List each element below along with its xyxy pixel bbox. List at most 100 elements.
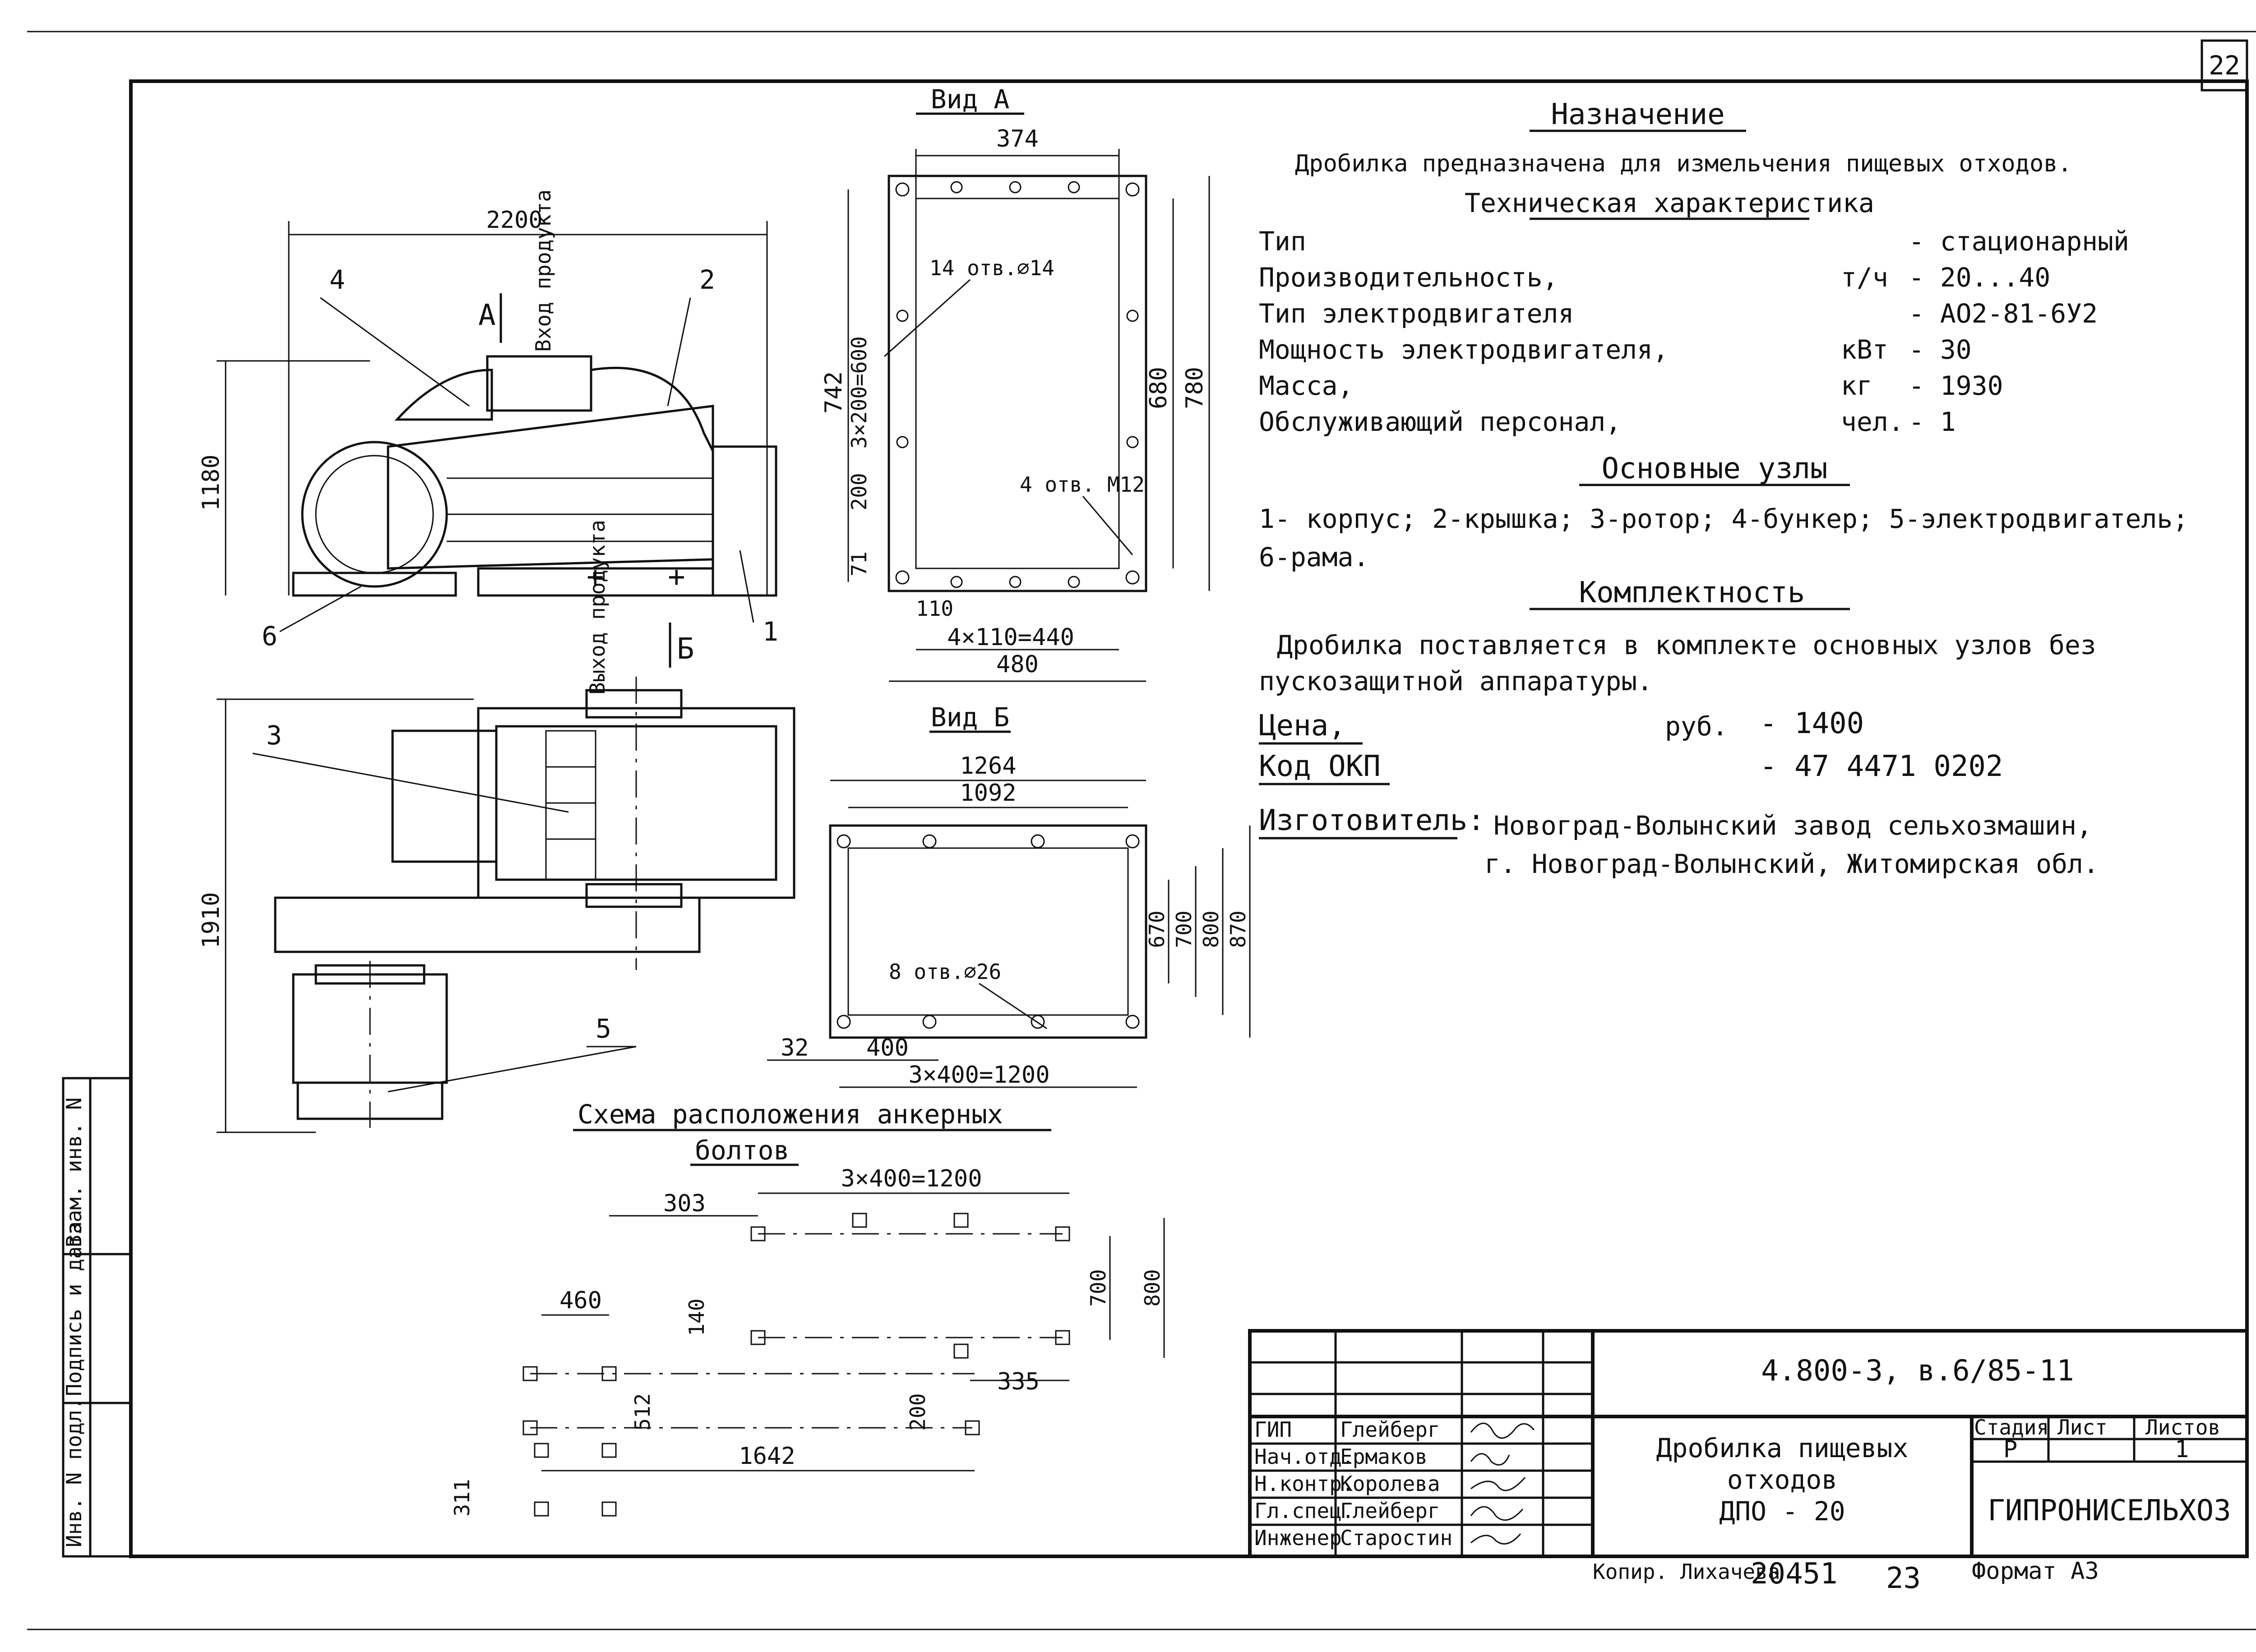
anchor-dim-335: 335 bbox=[997, 1368, 1040, 1395]
signature-5 bbox=[1470, 1533, 1521, 1545]
price-label: Цена, bbox=[1259, 709, 1346, 743]
svg-text:+: + bbox=[668, 560, 685, 594]
doc-name-2: отходов bbox=[1727, 1464, 1837, 1495]
anchor-dim-200: 200 bbox=[906, 1393, 930, 1431]
cover-2 bbox=[591, 367, 714, 452]
stage-header: Стадия bbox=[1974, 1415, 2049, 1440]
signature-1 bbox=[1470, 1422, 1535, 1439]
page-number-box: 22 bbox=[2201, 39, 2248, 92]
doc-code: 4.800-3, в.6/85-11 bbox=[1761, 1354, 2074, 1388]
holes-26: 8 отв.⌀26 bbox=[889, 960, 1001, 984]
holes-14: 14 отв.⌀14 bbox=[929, 256, 1054, 280]
anchor-dim-800: 800 bbox=[1140, 1269, 1165, 1306]
name-n-kontr: Королева bbox=[1340, 1472, 1440, 1496]
spec-row-motor-value: - АО2-81-6У2 bbox=[1909, 298, 2098, 329]
view-a-title: Вид А bbox=[931, 84, 1010, 115]
spec-row-staff-label: Обслуживающий персонал, bbox=[1259, 406, 1621, 437]
dim-670: 670 bbox=[1145, 910, 1169, 948]
dim-3x400: 3×400=1200 bbox=[908, 1061, 1049, 1089]
drawing-frame bbox=[129, 79, 2249, 1558]
name-gl-spec: Глейберг bbox=[1340, 1499, 1440, 1523]
holes-m12: 4 отв. М12 bbox=[1020, 472, 1145, 497]
dim-870: 870 bbox=[1226, 910, 1250, 948]
kit-heading: Комплектность bbox=[1579, 576, 1805, 609]
spec-row-mass-value: - 1930 bbox=[1909, 370, 2003, 401]
dim-1180: 1180 bbox=[198, 454, 225, 511]
spec-row-motor-label: Тип электродвигателя bbox=[1259, 298, 1574, 329]
signature-2 bbox=[1470, 1453, 1510, 1466]
role-nach-otd: Нач.отд. bbox=[1254, 1444, 1355, 1469]
tech-heading: Техническая характеристика bbox=[1465, 188, 1874, 218]
page-number: 22 bbox=[2209, 50, 2240, 81]
org-name: ГИПРОНИСЕЛЬХОЗ bbox=[1988, 1494, 2231, 1527]
spec-row-capacity-value: - 20...40 bbox=[1909, 262, 2050, 293]
dim-374: 374 bbox=[996, 125, 1039, 152]
frame-6 bbox=[292, 572, 457, 597]
okp-value: - 47 4471 0202 bbox=[1760, 750, 2003, 783]
title-block: 4.800-3, в.6/85-11 Дробилка пищевых отхо… bbox=[1248, 1329, 2249, 1595]
anchor-title-1: Схема расположения анкерных bbox=[578, 1099, 1003, 1130]
price-unit: руб. bbox=[1665, 711, 1728, 742]
stage-value: Р bbox=[2003, 1436, 2017, 1463]
anchor-dim-1642: 1642 bbox=[739, 1443, 795, 1470]
paper-format: Формат А3 bbox=[1972, 1558, 2099, 1585]
units-heading: Основные узлы bbox=[1602, 452, 1828, 485]
side-view: 2200 1180 + + А Вход продукта 4 2 1 6 Б bbox=[198, 189, 778, 695]
units-line-1: 1- корпус; 2-крышка; 3-ротор; 4-бункер; … bbox=[1259, 503, 2188, 534]
anchor-dim-303: 303 bbox=[663, 1190, 706, 1217]
dim-32: 32 bbox=[781, 1034, 809, 1061]
dim-110: 110 bbox=[916, 596, 953, 621]
callout-1: 1 bbox=[763, 616, 778, 647]
spec-row-power-value: - 30 bbox=[1909, 334, 1972, 365]
dim-680: 680 bbox=[1145, 367, 1172, 409]
maker-label: Изготовитель: bbox=[1259, 804, 1485, 837]
okp-label: Код ОКП bbox=[1259, 750, 1381, 783]
anchor-dim-140: 140 bbox=[684, 1298, 709, 1336]
signature-3 bbox=[1470, 1477, 1526, 1491]
dim-200: 200 bbox=[847, 473, 871, 510]
doc-name-3: ДПО - 20 bbox=[1719, 1496, 1845, 1527]
callout-6: 6 bbox=[262, 621, 277, 651]
anchor-dim-700: 700 bbox=[1086, 1269, 1110, 1306]
archive-number: 20451 bbox=[1751, 1557, 1838, 1591]
anchor-dim-311: 311 bbox=[450, 1479, 474, 1516]
side-stamp: Инв. N подл. Подпись и дата Взам. инв. N bbox=[62, 1077, 132, 1558]
role-gl-spec: Гл.спец. bbox=[1254, 1499, 1355, 1523]
spec-row-power-label: Мощность электродвигателя, bbox=[1259, 334, 1669, 365]
sheets-header: Листов bbox=[2145, 1415, 2220, 1440]
purpose-heading: Назначение bbox=[1551, 98, 1724, 131]
stamp-inv-podl: Инв. N подл. bbox=[62, 1398, 86, 1547]
sheet-header: Лист bbox=[2057, 1415, 2108, 1440]
view-b: Вид Б 1264 1092 670 700 800 870 32 400 3… bbox=[767, 702, 1251, 1089]
price-value: - 1400 bbox=[1760, 707, 1864, 740]
name-gip: Глейберг bbox=[1340, 1417, 1440, 1442]
archive-sheet: 23 bbox=[1886, 1562, 1921, 1595]
rotor-3 bbox=[545, 730, 596, 881]
anchor-dim-1200: 3×400=1200 bbox=[841, 1165, 982, 1192]
plan-view: 1910 3 5 bbox=[198, 677, 795, 1133]
dim-3x200: 3×200=600 bbox=[847, 336, 871, 448]
callout-5: 5 bbox=[596, 1013, 611, 1044]
callout-2: 2 bbox=[699, 264, 715, 295]
inlet-label: Вход продукта bbox=[531, 189, 555, 352]
dim-2200: 2200 bbox=[486, 207, 542, 234]
bunker-4 bbox=[394, 369, 493, 421]
sheets-value: 1 bbox=[2175, 1436, 2189, 1463]
kit-line-1: Дробилка поставляется в комплекте основн… bbox=[1277, 630, 2096, 660]
inlet-hopper bbox=[486, 355, 592, 412]
stamp-vzam-inv: Взам. инв. N bbox=[62, 1098, 86, 1247]
dim-780: 780 bbox=[1181, 367, 1208, 409]
spec-row-capacity-unit: т/ч bbox=[1841, 262, 1888, 293]
spec-row-power-unit: кВт bbox=[1841, 334, 1888, 365]
spec-row-type-value: - стационарный bbox=[1909, 226, 2129, 257]
callout-3: 3 bbox=[266, 720, 282, 751]
spec-row-capacity-label: Производительность, bbox=[1259, 262, 1558, 293]
spec-row-mass-label: Масса, bbox=[1259, 370, 1354, 401]
dim-1910: 1910 bbox=[198, 892, 225, 948]
name-nach-otd: Ермаков bbox=[1340, 1444, 1428, 1469]
doc-name-1: Дробилка пищевых bbox=[1656, 1433, 1909, 1463]
units-line-2: 6-рама. bbox=[1259, 542, 1369, 572]
stamp-sign-date: Подпись и дата bbox=[62, 1221, 86, 1396]
name-engineer: Старостин bbox=[1340, 1526, 1452, 1550]
